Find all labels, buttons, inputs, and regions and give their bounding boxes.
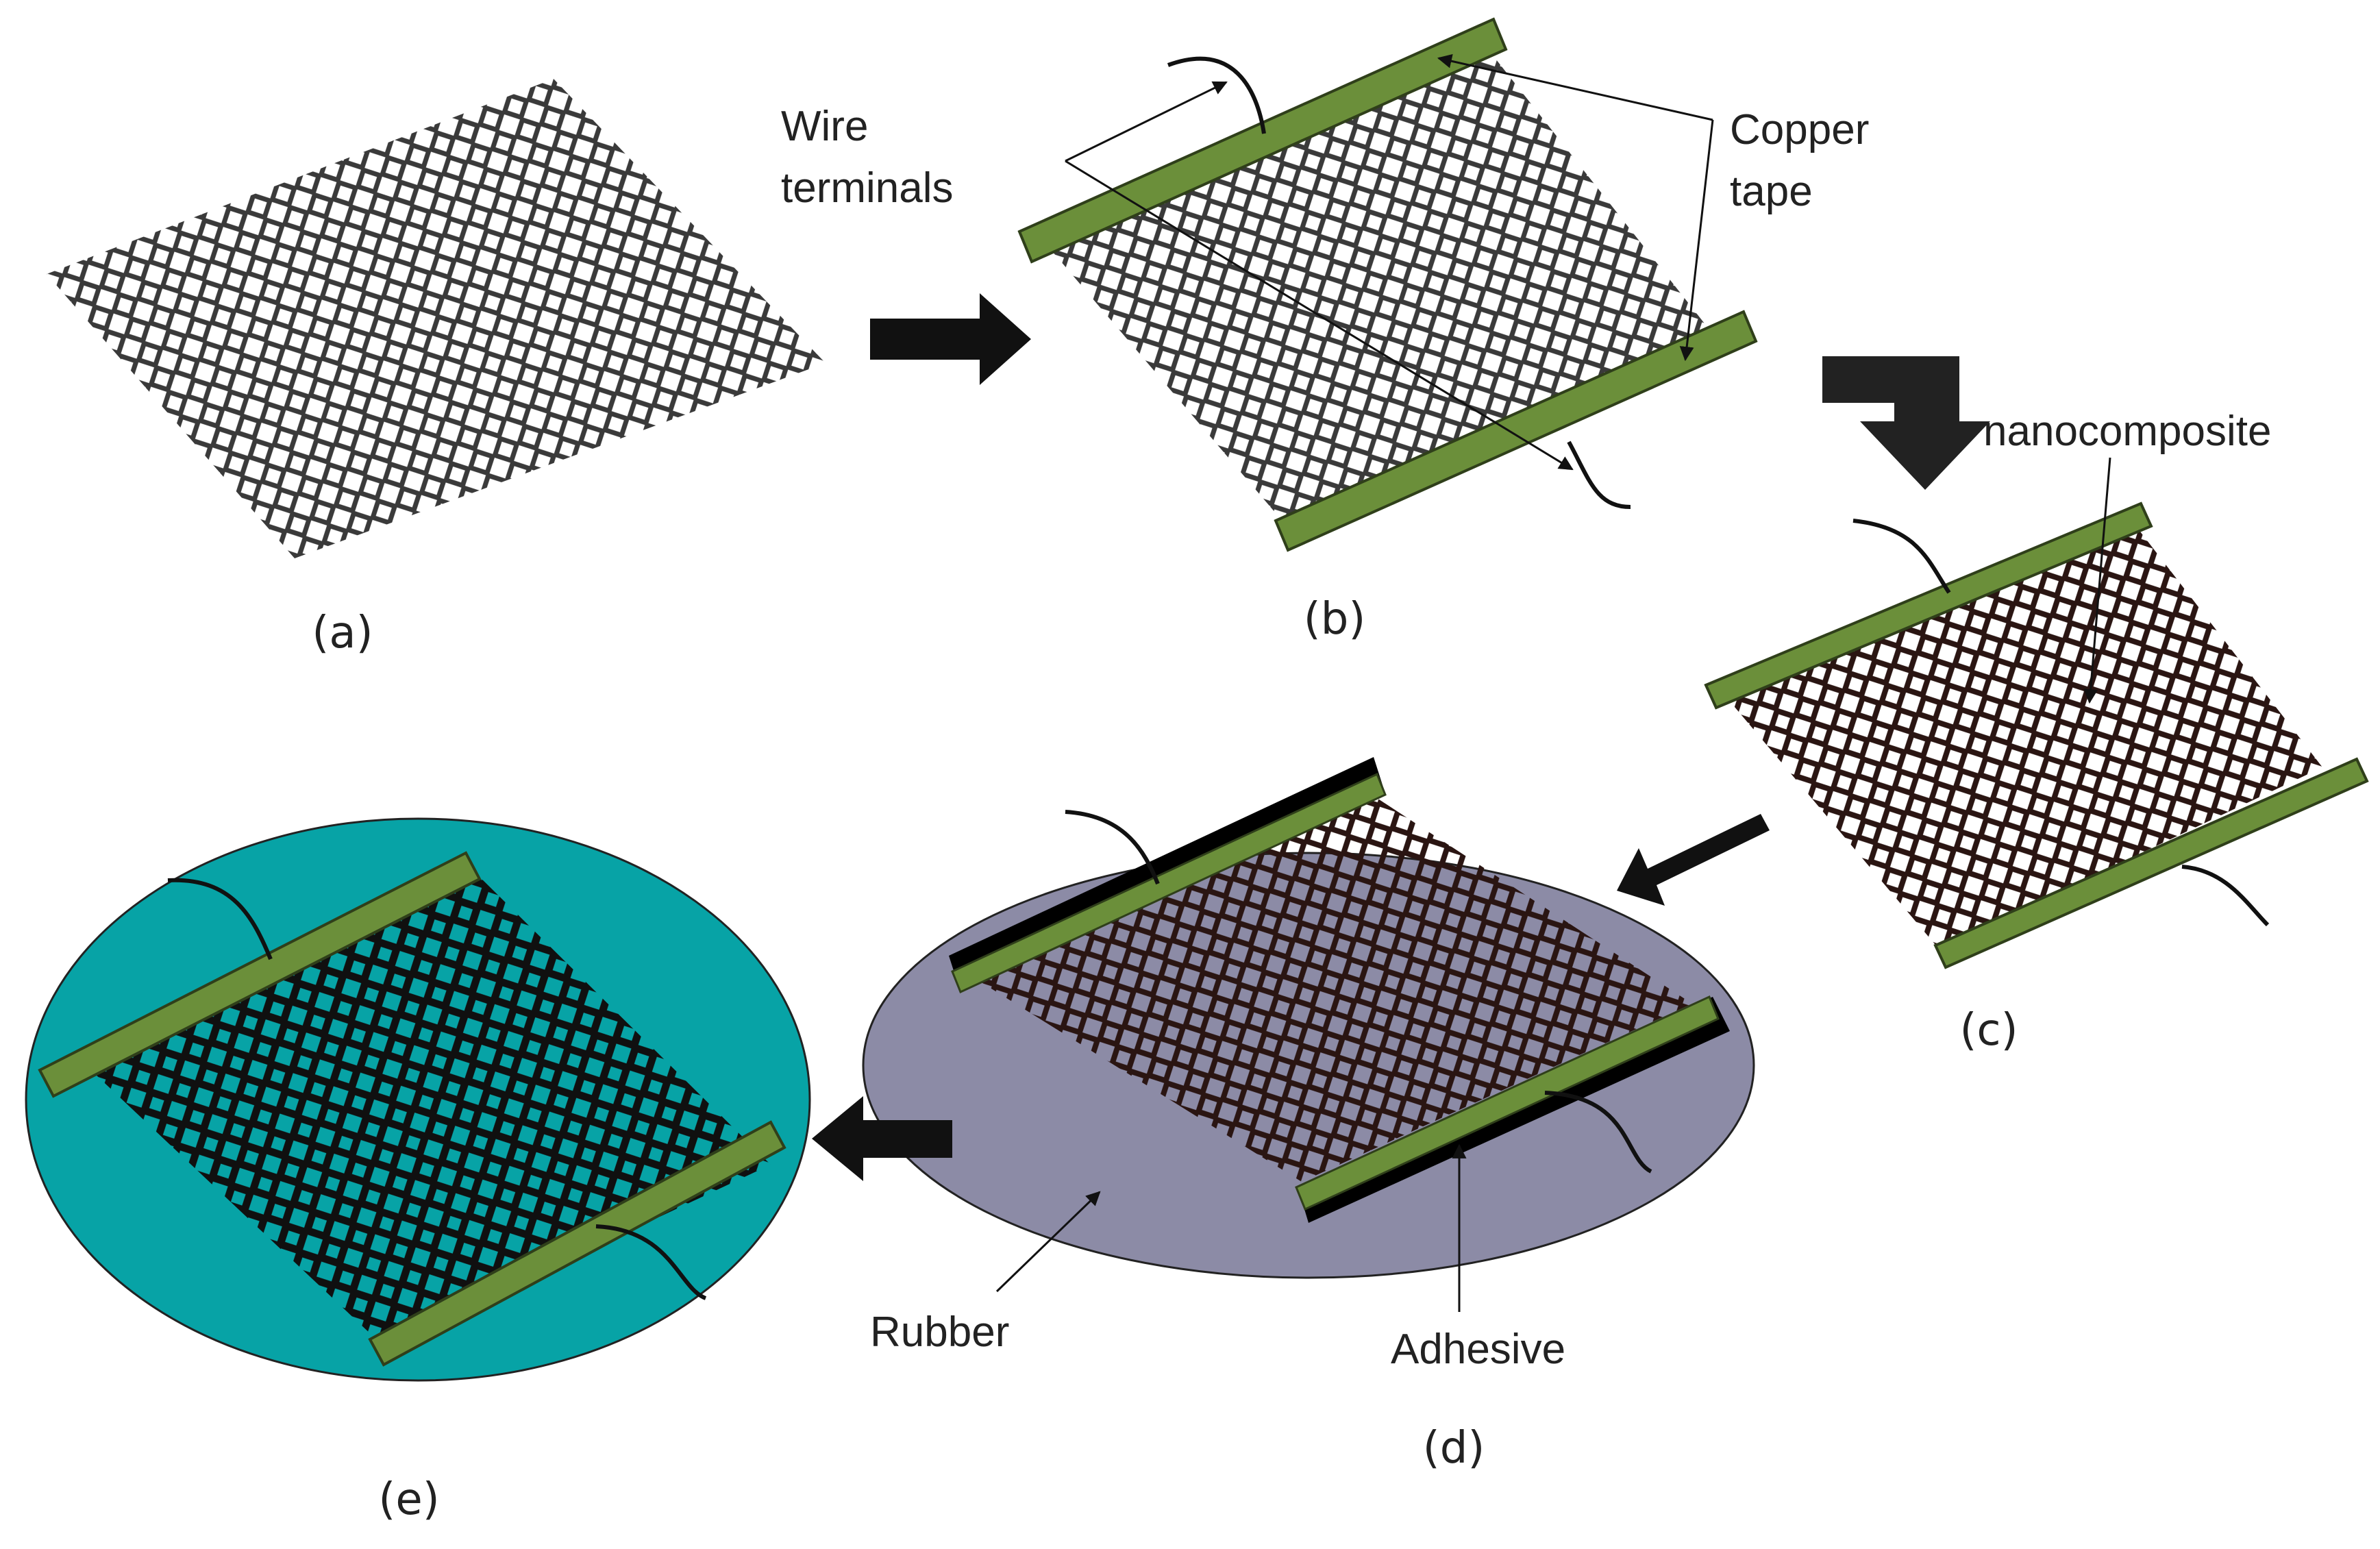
- wire-lead-icon: [1544, 1091, 1652, 1174]
- copper-tape-leaders: [1437, 53, 1714, 362]
- copper-tape-label: Copper: [1730, 106, 1869, 153]
- bare-mesh: [1048, 56, 1720, 528]
- thick-arrow-icon: [1617, 814, 1770, 906]
- copper-tape-top: [1017, 17, 1508, 264]
- nanocomposite-leader: [2083, 457, 2111, 704]
- copper-tape-top: [38, 851, 482, 1098]
- wire-terminals-leaders: [1065, 81, 1574, 471]
- wire-terminals-label: terminals: [781, 164, 954, 212]
- panel-b: Wire terminals Copper tape (b): [781, 17, 1869, 645]
- panel-label-c: (c): [1959, 1005, 2018, 1056]
- copper-tape-bottom: [1295, 995, 1720, 1211]
- wire-lead-icon: [1065, 810, 1160, 885]
- coated-mesh: [966, 798, 1692, 1182]
- panel-c: nanocomposite (c): [1704, 408, 2369, 1056]
- panel-e: (e): [25, 817, 811, 1525]
- copper-tape-bottom: [1274, 310, 1758, 552]
- coated-mesh: [1716, 510, 2322, 949]
- panel-label-d: (d): [1423, 1423, 1485, 1474]
- wire-lead-icon: [1567, 441, 1631, 509]
- panel-a: (a): [47, 79, 826, 658]
- wire-lead-icon: [595, 1224, 707, 1300]
- nanocomposite-label: nanocomposite: [1983, 408, 2272, 455]
- panel-label-b: (b): [1304, 594, 1366, 645]
- copper-tape-bottom: [368, 1120, 786, 1367]
- copper-tape-top: [951, 772, 1387, 994]
- wire-terminals-label: Wire: [781, 103, 868, 150]
- wire-lead-icon: [167, 878, 273, 961]
- copper-tape-label: tape: [1730, 168, 1813, 215]
- panel-label-a: (a): [312, 608, 373, 658]
- thick-arrow-icon: [812, 1096, 952, 1181]
- thick-arrow-icon: [870, 293, 1031, 385]
- bare-mesh: [47, 79, 826, 558]
- copper-tape-bottom: [1933, 757, 2369, 969]
- panel-label-e: (e): [378, 1474, 439, 1525]
- wire-lead-icon: [1852, 519, 1951, 594]
- copper-tape-top: [1704, 501, 2153, 710]
- adhesive-label: Adhesive: [1391, 1326, 1565, 1373]
- rubber-label: Rubber: [870, 1309, 1009, 1356]
- thick-arrow-icon: [1822, 356, 1990, 490]
- wire-lead-icon: [2181, 865, 2270, 927]
- wire-lead-icon: [1167, 56, 1266, 134]
- rubber-leader: [995, 1191, 1101, 1293]
- panel-d: Rubber Adhesive (d): [862, 757, 1755, 1474]
